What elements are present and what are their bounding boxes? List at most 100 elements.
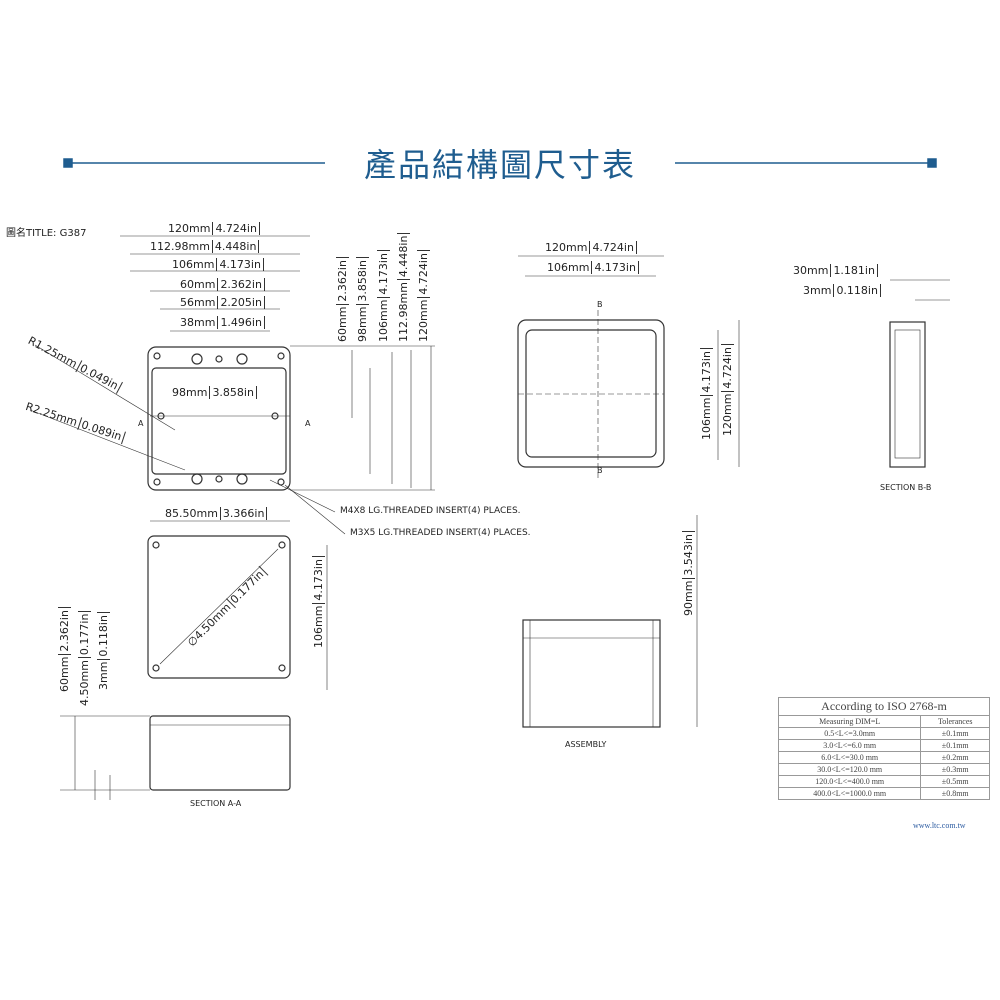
section-aa-outline	[60, 715, 291, 800]
page-title: 產品結構圖尺寸表	[363, 146, 636, 184]
section-mark-b-top: B	[597, 300, 603, 309]
side-view-outline	[517, 255, 740, 478]
cell: ±0.2mm	[920, 751, 990, 764]
dim-in: 4.724in	[417, 250, 430, 298]
section-mark-a-right: A	[305, 419, 311, 428]
bottom-view-outline	[147, 520, 328, 690]
dim-in: 4.173in	[312, 556, 325, 604]
dim-assembly-90: 90mm3.543in	[682, 531, 695, 616]
dim-mm: 90mm	[682, 580, 695, 616]
table-row: 400.0<L<=1000.0 mm±0.8mm	[777, 787, 990, 800]
dim-in: 3.858in	[209, 386, 257, 399]
dim-side-v120: 120mm4.724in	[721, 344, 734, 436]
dim-aa-60: 60mm2.362in	[58, 607, 71, 692]
assembly-outline	[522, 515, 698, 728]
dim-in: 4.173in	[377, 250, 390, 298]
dim-side-v106: 106mm4.173in	[700, 348, 713, 440]
dim-in: 4.448in	[211, 240, 260, 253]
website-link[interactable]: www.ltc.com.tw	[913, 821, 966, 830]
column-header: Measuring DIM=L	[777, 715, 922, 728]
dim-height-106: 106mm4.173in	[377, 250, 390, 342]
dim-mm: 38mm	[180, 316, 216, 329]
dim-mm: 106mm	[700, 397, 713, 440]
note-m3-insert: M3X5 LG.THREADED INSERT(4) PLACES.	[350, 528, 531, 538]
dim-mm: 106mm	[377, 299, 390, 342]
drawing-title: 圖名TITLE: G387	[6, 228, 87, 239]
table-row: 3.0<L<=6.0 mm±0.1mm	[777, 739, 990, 752]
dim-mm: 112.98mm	[397, 282, 410, 342]
cell: ±0.5mm	[920, 775, 990, 788]
dim-in: 3.366in	[219, 507, 268, 520]
dim-mm: 4.50mm	[78, 660, 91, 706]
note-m4-insert: M4X8 LG.THREADED INSERT(4) PLACES.	[340, 506, 521, 516]
dim-in: 3.858in	[356, 257, 369, 305]
dim-in: 3.543in	[682, 531, 695, 579]
cell: ±0.1mm	[920, 727, 990, 740]
dim-aa-450: 4.50mm0.177in	[78, 610, 91, 706]
dim-in: 4.173in	[591, 261, 639, 274]
dim-in: 4.724in	[589, 241, 637, 254]
table-row: 120.0<L<=400.0 mm±0.5mm	[777, 775, 990, 788]
dim-mm: 106mm	[547, 261, 590, 274]
section-bb-label: SECTION B-B	[880, 483, 932, 492]
dim-mm: 120mm	[417, 299, 430, 342]
dim-bottom-106: 106mm4.173in	[312, 556, 325, 648]
cell: ±0.8mm	[920, 787, 990, 800]
cell: 30.0<L<=120.0 mm	[777, 763, 922, 776]
dim-mm: 98mm	[172, 386, 208, 399]
dim-in: 4.724in	[721, 344, 734, 392]
dim-in: 0.177in	[78, 610, 91, 659]
section-mark-b-bottom: B	[597, 466, 603, 475]
dim-mm: 60mm	[58, 656, 71, 692]
dim-mm: 3mm	[803, 284, 832, 297]
cell: 120.0<L<=400.0 mm	[777, 775, 922, 788]
dim-in: 2.362in	[58, 607, 71, 655]
cell: ±0.3mm	[920, 763, 990, 776]
dim-mm: 56mm	[180, 296, 216, 309]
dim-height-98: 98mm3.858in	[356, 257, 369, 342]
dim-mm: 112.98mm	[150, 240, 210, 253]
dim-mm: 98mm	[356, 306, 369, 342]
top-view-dimension-lines	[29, 235, 435, 535]
dim-aa-3: 3mm0.118in	[97, 612, 110, 690]
dim-mm: 30mm	[793, 264, 829, 277]
dim-mm: 120mm	[721, 393, 734, 436]
section-mark-a-left: A	[138, 419, 144, 428]
title-rule	[63, 158, 937, 168]
table-caption: According to ISO 2768-m	[778, 697, 990, 716]
dim-in: 1.496in	[217, 316, 265, 329]
dim-mm: 120mm	[545, 241, 588, 254]
cell: ±0.1mm	[920, 739, 990, 752]
cell: 400.0<L<=1000.0 mm	[777, 787, 922, 800]
dim-in: 1.181in	[830, 264, 878, 277]
table-row: 0.5<L<=3.0mm±0.1mm	[777, 727, 990, 740]
dim-height-120: 120mm4.724in	[417, 250, 430, 342]
dim-in: 0.118in	[833, 284, 881, 297]
dim-mm: 106mm	[172, 258, 215, 271]
dim-in: 4.173in	[216, 258, 264, 271]
dim-height-60: 60mm2.362in	[336, 257, 349, 342]
dim-mm: 60mm	[180, 278, 216, 291]
dim-in: 4.448in	[397, 232, 410, 281]
dim-mm: 106mm	[312, 605, 325, 648]
dim-mm: 85.50mm	[165, 507, 218, 520]
dim-in: 2.362in	[336, 257, 349, 305]
dim-in: 4.173in	[700, 348, 713, 396]
top-view-outline	[147, 346, 291, 491]
cell: 0.5<L<=3.0mm	[777, 727, 922, 740]
dim-in: 2.362in	[217, 278, 265, 291]
